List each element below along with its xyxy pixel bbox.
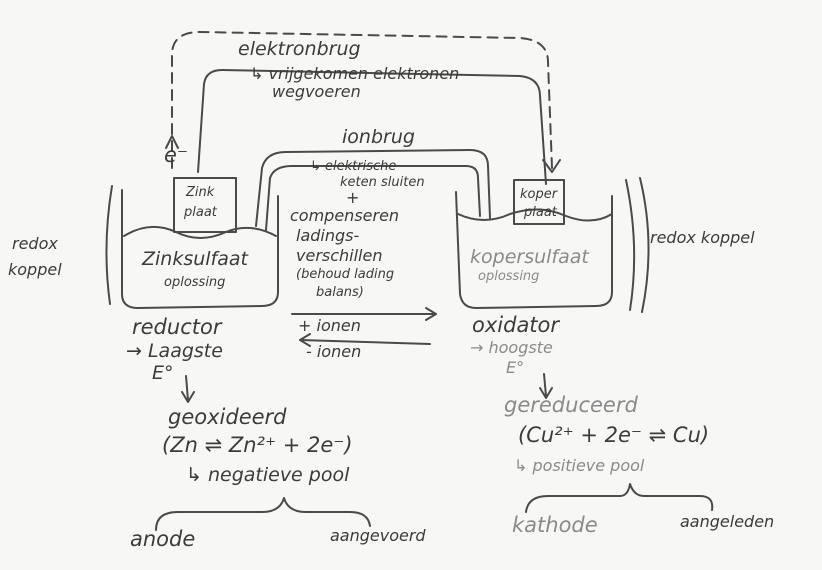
- left-process-label: geoxideerd: [168, 405, 287, 429]
- right-reaction: (Cu²⁺ + 2e⁻ ⇌ Cu): [518, 423, 710, 447]
- left-down-arrow: [181, 375, 195, 403]
- minus-ions-label: - ionen: [306, 342, 362, 361]
- anode-label: anode: [130, 527, 196, 551]
- plus-ions-arrow: [291, 307, 437, 321]
- left-role-label: reductor: [132, 315, 222, 339]
- left-solution-label-2: oplossing: [164, 275, 226, 290]
- left-bracket: [105, 185, 113, 305]
- right-solution-surface: [457, 208, 613, 222]
- right-solution-label-1: kopersulfaat: [470, 246, 589, 268]
- right-bracket: [625, 179, 636, 311]
- right-potential-label-2: E°: [506, 358, 525, 377]
- electron-bridge-note-1: ↳ vrijgekomen elektronen: [250, 64, 460, 83]
- left-solution-surface: [123, 225, 277, 239]
- ion-bridge-note-2: keten sluiten: [340, 175, 425, 190]
- right-solution-label-2: oplossing: [478, 269, 540, 284]
- anode-note: aangevoerd: [330, 526, 426, 545]
- electron-flow-arrow-left: [165, 135, 179, 149]
- left-pole-label: ↳ negatieve pool: [186, 464, 350, 486]
- right-redox-label: redox koppel: [650, 228, 755, 247]
- minus-ions-arrow: [299, 333, 431, 347]
- right-bracket-2: [639, 177, 650, 313]
- left-potential-label-1: → Laagste: [126, 340, 223, 362]
- left-potential-label-2: E°: [152, 362, 174, 384]
- compensate-line-1: compenseren: [290, 206, 400, 225]
- right-process-label: gereduceerd: [504, 393, 638, 417]
- ion-bridge-inner: [265, 165, 481, 231]
- ion-bridge-note-1: ↳ elektrische: [310, 159, 397, 174]
- zinc-plate-label-1: Zink: [186, 185, 215, 200]
- right-beaker: [455, 191, 613, 309]
- left-beaker: [121, 189, 279, 309]
- ion-bridge-plus: +: [346, 188, 360, 207]
- copper-plate-label-2: plaat: [524, 205, 557, 220]
- kathode-label: kathode: [512, 513, 598, 537]
- electron-flow-path: [171, 31, 553, 169]
- ion-bridge-outer: [255, 149, 491, 227]
- compensate-line-2: ladings-: [296, 226, 360, 245]
- left-solution-label-1: Zinksulfaat: [142, 248, 248, 270]
- compensate-line-5: balans): [316, 285, 364, 300]
- zinc-plate-label-2: plaat: [184, 205, 217, 220]
- copper-plate-outline: [513, 179, 565, 225]
- kathode-note: aangeleden: [680, 512, 775, 531]
- left-redox-label-2: koppel: [8, 260, 62, 279]
- right-brace: [525, 483, 714, 513]
- ion-bridge-label: ionbrug: [342, 126, 415, 148]
- copper-plate-label-1: koper: [520, 187, 558, 202]
- left-brace: [155, 497, 371, 531]
- electron-bridge-label: elektronbrug: [238, 38, 361, 60]
- electron-symbol: e⁻: [164, 143, 189, 167]
- left-redox-label-1: redox: [12, 234, 58, 253]
- right-role-label: oxidator: [472, 313, 560, 337]
- right-pole-label: ↳ positieve pool: [514, 456, 645, 475]
- electron-bridge-note-2: wegvoeren: [272, 82, 361, 101]
- plus-ions-label: + ionen: [298, 316, 361, 335]
- compensate-line-3: verschillen: [296, 246, 383, 265]
- electron-bridge-wire: [197, 69, 547, 185]
- zinc-plate-outline: [173, 177, 237, 233]
- right-potential-label-1: → hoogste: [470, 338, 553, 357]
- left-reaction: (Zn ⇌ Zn²⁺ + 2e⁻): [162, 433, 353, 457]
- electron-flow-arrow: [542, 159, 561, 173]
- right-down-arrow: [539, 373, 553, 399]
- compensate-line-4: (behoud lading: [296, 267, 395, 282]
